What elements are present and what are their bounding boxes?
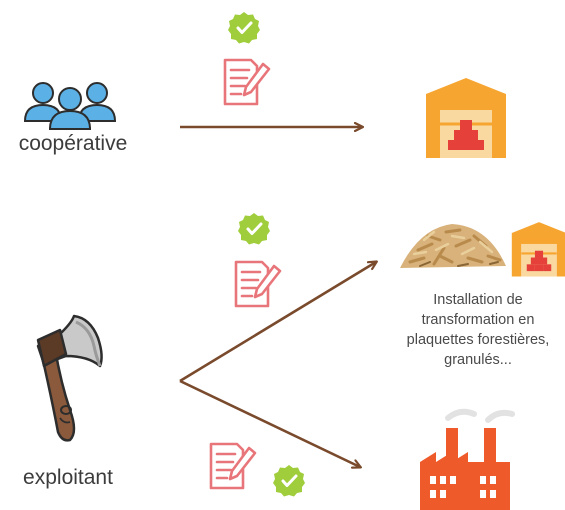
contract-document-icon bbox=[234, 260, 282, 308]
checkmark-badge-icon bbox=[226, 10, 262, 45]
arrow-exploitant-to-factory bbox=[179, 379, 360, 467]
arrow-exploitant-to-installation bbox=[179, 262, 376, 383]
installation-label: Installation de transformation en plaque… bbox=[406, 292, 550, 368]
contract-document-icon bbox=[209, 442, 257, 490]
checkmark-badge-icon bbox=[271, 463, 307, 498]
contract-document-icon bbox=[223, 58, 271, 106]
group-of-people-icon bbox=[23, 82, 117, 130]
exploitant-label: exploitant bbox=[23, 466, 113, 489]
axe-icon bbox=[36, 314, 103, 442]
wood-chips-pile-icon bbox=[400, 224, 506, 268]
factory-icon bbox=[420, 408, 515, 510]
warehouse-icon bbox=[424, 76, 508, 160]
cooperative-label: coopérative bbox=[18, 132, 128, 155]
warehouse-icon bbox=[510, 221, 565, 278]
checkmark-badge-icon bbox=[236, 211, 272, 246]
